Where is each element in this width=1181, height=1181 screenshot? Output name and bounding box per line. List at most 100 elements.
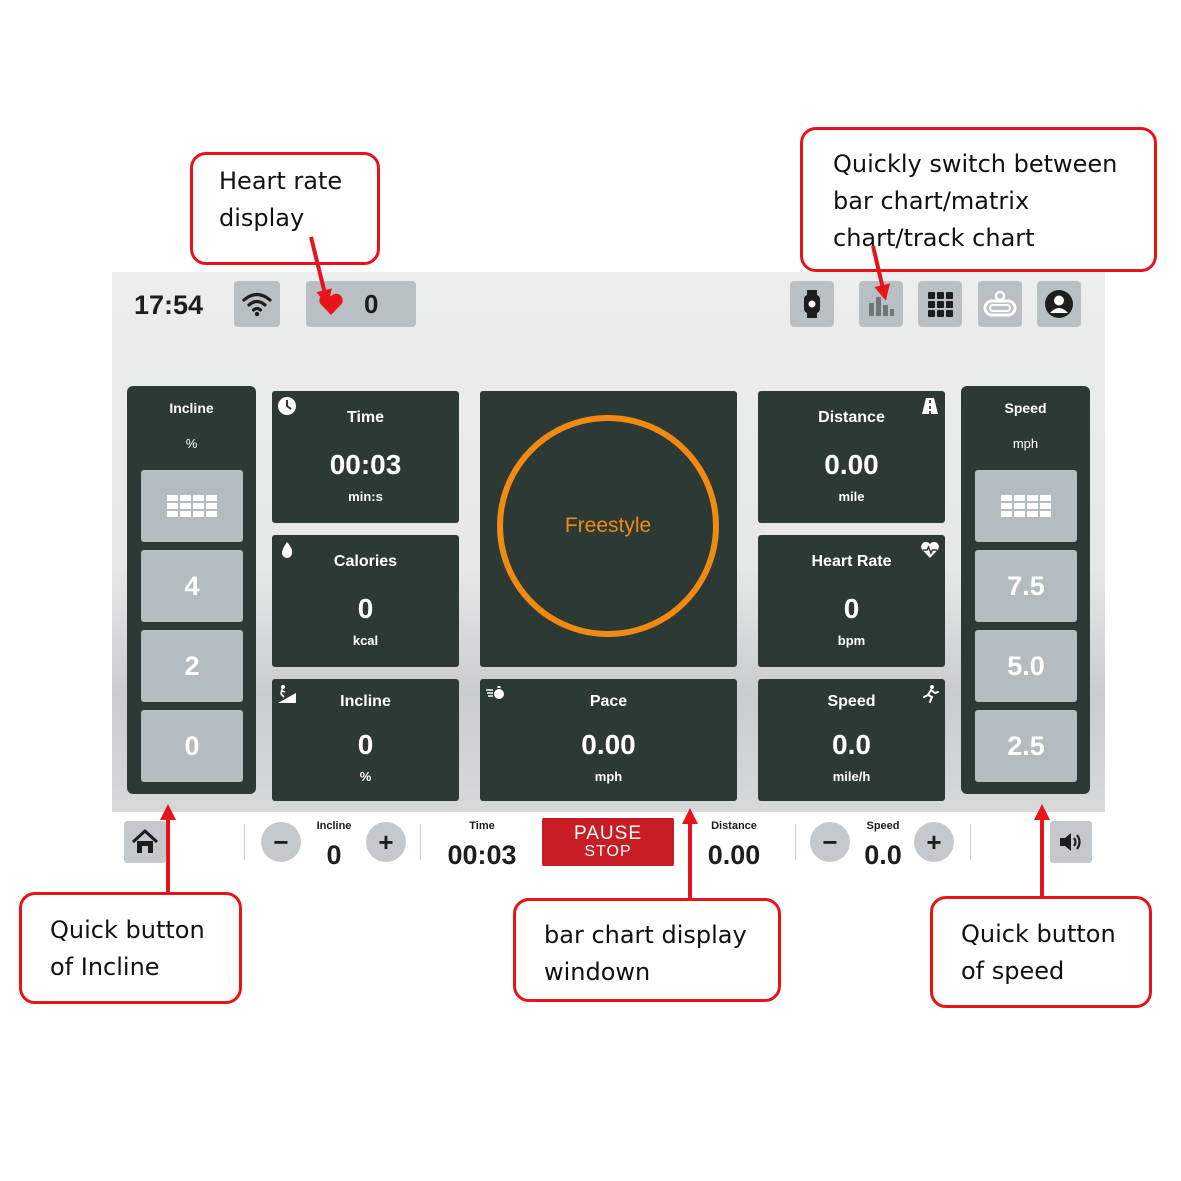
time-unit: min:s	[348, 489, 383, 504]
speed-quick-button-5-0[interactable]: 5.0	[975, 630, 1077, 702]
bottom-control-bar: − Incline 0 + Time 00:03 PAUSE STOP Dist…	[112, 812, 1105, 872]
divider	[795, 824, 796, 860]
pace-title: Pace	[589, 693, 628, 710]
distance-tile: Distance 0.00 mile	[758, 391, 945, 523]
bottom-distance-value: 0.00	[707, 840, 761, 870]
runner-icon	[923, 685, 939, 703]
speed-matrix-button[interactable]	[975, 470, 1077, 542]
heart-rate-tile-value: 0	[843, 593, 860, 624]
pace-tile: Pace 0.00 mph	[480, 679, 737, 801]
user-profile-button[interactable]	[1037, 281, 1081, 327]
workout-mode-label: Freestyle	[564, 514, 652, 537]
bottom-time-label: Time	[469, 820, 495, 832]
pause-stop-button[interactable]: PAUSE STOP	[542, 818, 674, 866]
grid-icon	[167, 495, 217, 517]
calories-tile: Calories 0 kcal	[272, 535, 459, 667]
treadmill-screen: 17:54 0	[112, 272, 1105, 812]
speed-increase-button[interactable]: +	[914, 822, 954, 862]
wifi-icon	[242, 292, 272, 317]
pace-unit: mph	[594, 769, 623, 784]
callout-bar-line2: windown	[544, 958, 651, 986]
callout-incline-line2: of Incline	[50, 953, 160, 981]
callout-bar-chart: bar chart display windown	[513, 898, 781, 1002]
callout-speed-line2: of speed	[961, 957, 1065, 985]
bottom-time-value: 00:03	[447, 840, 517, 870]
incline-tile: Incline 0 %	[272, 679, 459, 801]
speed-quick-button-2-5[interactable]: 2.5	[975, 710, 1077, 782]
divider	[970, 824, 971, 860]
incline-quick-button-4[interactable]: 4	[141, 550, 243, 622]
divider	[244, 824, 245, 860]
matrix-view-button[interactable]	[918, 281, 962, 327]
pace-icon	[486, 686, 504, 699]
heartbeat-icon	[921, 541, 939, 558]
workout-ring-window: Freestyle	[480, 391, 737, 667]
incline-icon	[278, 685, 296, 703]
speed-tile: Speed 0.0 mile/h	[758, 679, 945, 801]
incline-increase-button[interactable]: +	[366, 822, 406, 862]
callout-bar-line1: bar chart display	[544, 921, 747, 949]
bottom-incline-value: 0	[326, 840, 342, 870]
heart-rate-display[interactable]: 0	[306, 281, 416, 327]
bottom-incline-label: Incline	[316, 820, 352, 832]
user-icon	[1045, 290, 1073, 318]
time-value: 00:03	[329, 449, 402, 480]
bar-chart-view-button[interactable]	[859, 281, 903, 327]
incline-decrease-button[interactable]: −	[261, 822, 301, 862]
pace-value: 0.00	[581, 729, 636, 760]
callout-chart-switch-line1: Quickly switch between	[833, 150, 1118, 178]
calories-title: Calories	[333, 553, 398, 570]
incline-quick-panel: Incline % 4 2 0	[127, 386, 256, 794]
incline-title: Incline	[340, 693, 391, 710]
clock-icon	[278, 397, 296, 415]
watch-button[interactable]	[790, 281, 834, 327]
bottom-distance-label: Distance	[711, 820, 757, 832]
speed-quick-button-7-5[interactable]: 7.5	[975, 550, 1077, 622]
calories-value: 0	[357, 593, 374, 624]
volume-icon	[1060, 833, 1081, 851]
bottom-speed-value: 0.0	[864, 840, 902, 870]
volume-button[interactable]	[1050, 821, 1092, 863]
time-tile: Time 00:03 min:s	[272, 391, 459, 523]
speed-title: Speed	[827, 693, 876, 710]
track-icon	[983, 290, 1017, 317]
bar-chart-icon	[869, 297, 894, 316]
callout-heart-rate-line2: display	[219, 204, 305, 232]
wifi-button[interactable]	[234, 281, 280, 327]
speed-unit: mile/h	[832, 769, 871, 784]
speed-quick-panel: Speed mph 7.5 5.0 2.5	[961, 386, 1090, 794]
heart-rate-tile: Heart Rate 0 bpm	[758, 535, 945, 667]
incline-panel-title: Incline	[169, 400, 214, 416]
clock: 17:54	[134, 290, 204, 320]
incline-quick-button-2[interactable]: 2	[141, 630, 243, 702]
incline-unit: %	[359, 769, 372, 784]
heart-rate-value: 0	[364, 288, 379, 319]
callout-heart-rate-line1: Heart rate	[219, 167, 343, 195]
distance-value: 0.00	[824, 449, 879, 480]
pause-label: PAUSE	[573, 822, 642, 844]
incline-quick-button-0[interactable]: 0	[141, 710, 243, 782]
speed-decrease-button[interactable]: −	[810, 822, 850, 862]
incline-panel-unit: %	[185, 436, 198, 451]
callout-speed-line1: Quick button	[961, 920, 1116, 948]
heart-icon	[319, 293, 343, 315]
divider	[420, 824, 421, 860]
calories-unit: kcal	[352, 633, 379, 648]
callout-chart-switch: Quickly switch between bar chart/matrix …	[800, 127, 1157, 272]
grid-icon	[1001, 495, 1051, 517]
distance-title: Distance	[818, 409, 885, 426]
matrix-icon	[928, 292, 953, 317]
road-icon	[922, 398, 938, 414]
progress-ring: Freestyle	[497, 415, 719, 637]
callout-chart-switch-line2: bar chart/matrix	[833, 187, 1030, 215]
distance-unit: mile	[838, 489, 865, 504]
incline-matrix-button[interactable]	[141, 470, 243, 542]
callout-speed-quick: Quick button of speed	[930, 896, 1152, 1008]
callout-incline-line1: Quick button	[50, 916, 205, 944]
incline-value: 0	[357, 729, 374, 760]
callout-heart-rate: Heart rate display	[190, 152, 380, 265]
time-title: Time	[346, 409, 385, 426]
track-view-button[interactable]	[978, 281, 1022, 327]
home-button[interactable]	[124, 821, 166, 863]
speed-panel-title: Speed	[1004, 400, 1047, 416]
